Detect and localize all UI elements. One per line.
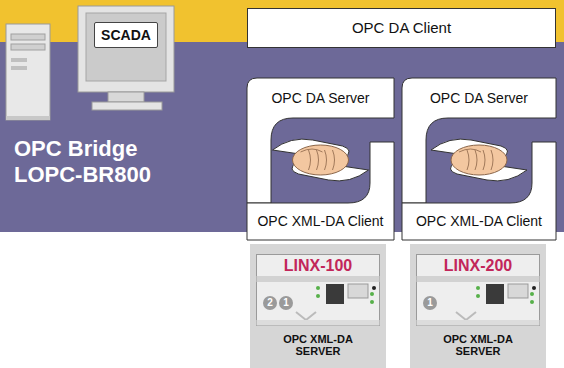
callout-number: 2 bbox=[263, 296, 277, 310]
server-box: OPC DA Server bbox=[247, 78, 394, 118]
pc-tower bbox=[6, 24, 50, 120]
bridge-shapes bbox=[247, 78, 556, 240]
client-box: OPC DA Client bbox=[247, 8, 556, 48]
box-label: OPC DA Client bbox=[352, 19, 451, 36]
device: LINX-100 bbox=[256, 254, 380, 326]
box-label: SCADA bbox=[101, 27, 151, 43]
box-label: OPC XML-DA Client bbox=[416, 213, 542, 229]
box-label: OPC DA Server bbox=[271, 90, 369, 106]
server-box: OPC DA Server bbox=[402, 78, 556, 118]
box-label: OPC XML-DA SERVER bbox=[272, 333, 364, 358]
client-shape bbox=[247, 142, 394, 240]
handshake-icon bbox=[431, 139, 527, 181]
xml-client-box: OPC XML-DA Client bbox=[402, 203, 556, 240]
callout-number: 1 bbox=[423, 296, 437, 310]
device-name: LINX-200 bbox=[444, 257, 512, 275]
xml-client-box: OPC XML-DA Client bbox=[247, 203, 394, 240]
box-label: OPC XML-DA Client bbox=[257, 213, 383, 229]
client-shape bbox=[402, 142, 556, 240]
handshake-icon bbox=[273, 139, 369, 181]
box-label: OPC XML-DA SERVER bbox=[432, 333, 524, 358]
product-title: OPC Bridge LOPC-BR800 bbox=[14, 136, 184, 189]
box-label: OPC DA Server bbox=[430, 90, 528, 106]
device: LINX-200 bbox=[416, 254, 540, 326]
monitor bbox=[78, 6, 174, 110]
screen-box: SCADA bbox=[94, 22, 158, 48]
callout-number: 1 bbox=[279, 296, 293, 310]
device-name: LINX-100 bbox=[284, 257, 352, 275]
